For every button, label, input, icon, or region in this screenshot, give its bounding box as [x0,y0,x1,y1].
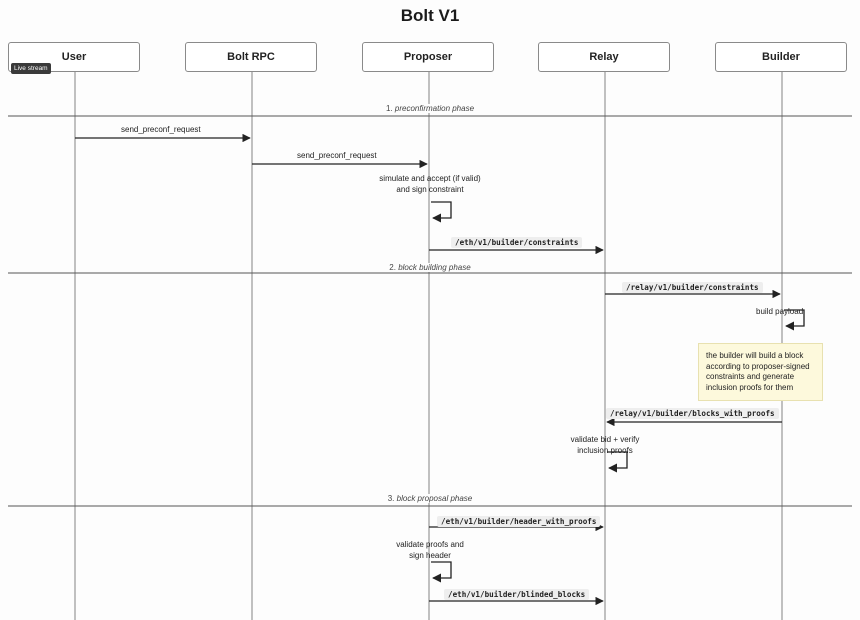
self-call-label: validate bid + verify inclusion proofs [570,435,640,455]
phase-label-1: 1. preconfirmation phase [280,104,580,113]
participant-relay: Relay [538,42,670,72]
message-label: send_preconf_request [121,125,201,134]
message-label: /relay/v1/builder/constraints [622,282,763,293]
message-label: send_preconf_request [297,151,377,160]
phase-name: block building phase [398,263,471,272]
phase-number: 1. [385,104,393,113]
message-label: /eth/v1/builder/blinded_blocks [444,589,590,600]
self-call-arrow [784,309,805,331]
phase-name: block proposal phase [396,494,473,503]
self-call-arrow [607,451,628,473]
self-call-label: build payload [756,307,804,316]
diagram-title: Bolt V1 [400,6,460,25]
participant-proposer: Proposer [362,42,494,72]
live-stream-badge[interactable]: Live stream [11,63,51,74]
message-label: /relay/v1/builder/blocks_with_proofs [606,408,779,419]
builder-note: the builder will build a block according… [698,343,823,401]
participant-bolt-rpc: Bolt RPC [185,42,317,72]
self-call-label: simulate and accept (if valid) and sign … [379,174,481,194]
message-label: /eth/v1/builder/constraints [451,237,583,248]
self-call-arrow [431,561,452,583]
participant-builder: Builder [715,42,847,72]
self-call-arrow [431,201,452,223]
phase-label-2: 2. block building phase [280,263,580,272]
phase-name: preconfirmation phase [394,104,475,113]
phase-number: 2. [389,263,396,272]
message-label: /eth/v1/builder/header_with_proofs [437,516,601,527]
phase-label-3: 3. block proposal phase [280,494,580,503]
phase-number: 3. [387,494,395,503]
self-call-label: validate proofs and sign header [396,540,464,560]
